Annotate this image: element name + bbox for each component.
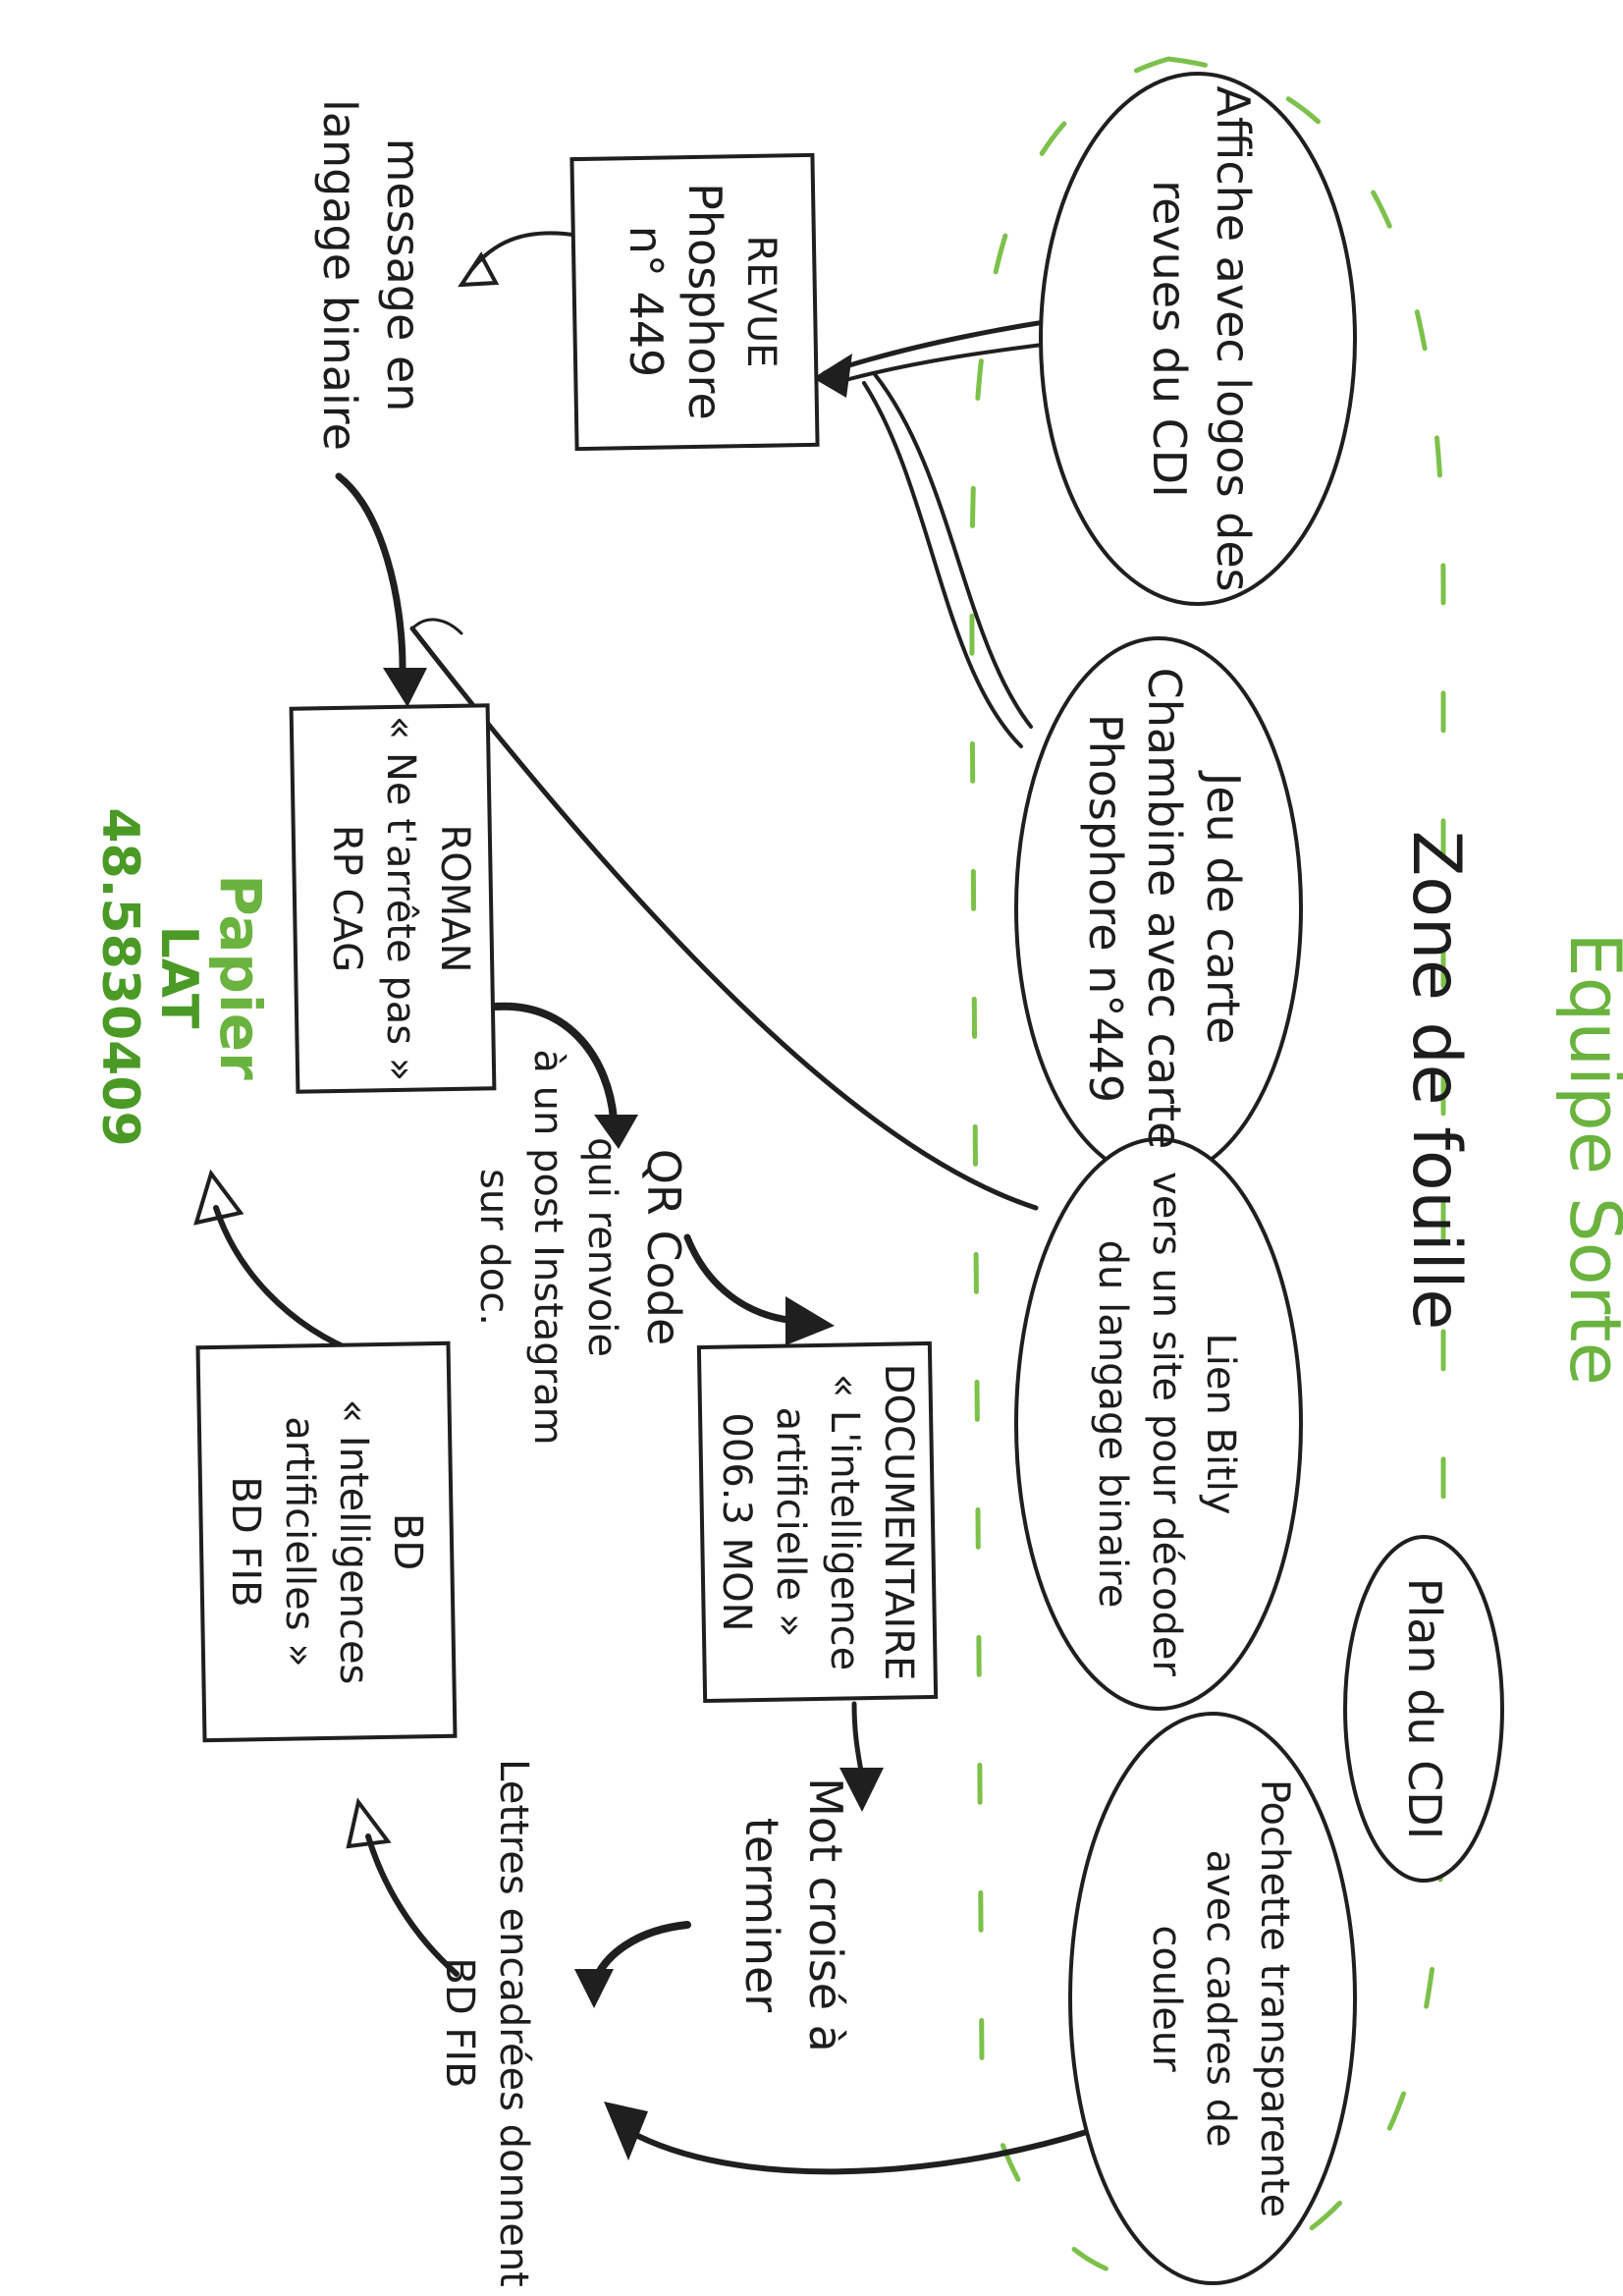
- doc-line-3: artificielle »: [768, 1407, 813, 1638]
- qr-code-note: QR Code qui renvoie à un post Instagram …: [471, 1049, 690, 1445]
- connector-arrows: [193, 231, 1103, 2175]
- roman-box: [289, 703, 497, 1094]
- bd-line-4: BD FIB: [223, 1476, 268, 1607]
- qr-line-2: qui renvoie: [579, 1137, 624, 1357]
- affiche-line-1: Affiche avec logos des: [1207, 85, 1260, 591]
- documentaire-text: DOCUMENTAIRE « L'intelligence artificiel…: [714, 1364, 921, 1681]
- mot-line-1: Mot croisé à: [799, 1777, 852, 2052]
- doc-line-1: DOCUMENTAIRE: [876, 1364, 921, 1681]
- papier-note: Papier LAT 48.5830409: [90, 807, 274, 1146]
- doc-line-2: « L'intelligence: [822, 1374, 867, 1671]
- roman-line-1: ROMAN: [432, 824, 477, 972]
- search-zone-label: Zone de fouille: [1397, 831, 1475, 1331]
- lien-line-3: du langage binaire: [1090, 1240, 1135, 1609]
- plan-line-1: Plan du CDI: [1398, 1578, 1451, 1840]
- mot-croise-note: Mot croisé à terminer: [735, 1777, 852, 2052]
- qr-line-1: QR Code: [637, 1149, 690, 1346]
- lettres-note: Lettres encadrées donnent BD FIB: [437, 1759, 536, 2287]
- lettres-line-2: BD FIB: [437, 1957, 482, 2088]
- lien-line-2: vers un site pour décoder: [1144, 1172, 1189, 1677]
- affiche-line-2: revues du CDI: [1143, 180, 1196, 498]
- qr-line-4: sur doc.: [471, 1169, 516, 1326]
- bd-line-3: artificielles »: [277, 1416, 322, 1667]
- roman-text: ROMAN « Ne t'arrête pas » RP CAG: [324, 716, 477, 1081]
- qr-line-3: à un post Instagram: [525, 1049, 570, 1445]
- doc-line-4: 006.3 MON: [714, 1412, 759, 1631]
- affiche-oval: [1039, 72, 1357, 606]
- plan-du-cdi-text: Plan du CDI: [1398, 1578, 1451, 1840]
- roman-line-2: « Ne t'arrête pas »: [378, 716, 423, 1081]
- lien-bitly-text: Lien Bitly vers un site pour décoder du …: [1090, 1172, 1243, 1677]
- documentaire-box: [696, 1340, 939, 1704]
- jeu-line-3: Phosphore n°449: [1079, 714, 1132, 1103]
- pochette-text: Pochette transparente avec cadres de cou…: [1144, 1779, 1297, 2217]
- search-zone-boundary: [969, 56, 1446, 2282]
- bd-line-1: BD: [385, 1513, 430, 1570]
- mot-line-2: terminer: [735, 1818, 788, 2012]
- binaire-note: message en langage binaire: [313, 99, 430, 451]
- bd-text: BD « Intelligences artificielles » BD FI…: [223, 1399, 430, 1685]
- revue-text: REVUE Phosphore n° 449: [620, 183, 784, 420]
- roman-line-3: RP CAG: [324, 825, 369, 972]
- revue-line-2: Phosphore: [678, 183, 731, 420]
- revue-box: [569, 152, 820, 452]
- papier-line-1: Papier: [207, 874, 274, 1080]
- papier-line-3: 48.5830409: [90, 807, 149, 1146]
- affiche-text: Affiche avec logos des revues du CDI: [1143, 85, 1260, 591]
- revue-line-3: n° 449: [620, 226, 673, 378]
- papier-line-2: LAT: [149, 926, 208, 1029]
- jeu-line-1: Jeu de carte: [1197, 770, 1250, 1045]
- pochette-line-3: couleur: [1144, 1925, 1189, 2072]
- lien-bitly-oval: [1014, 1137, 1303, 1711]
- binaire-line-1: message en: [377, 138, 430, 412]
- jeu-line-2: Chambine avec carte: [1138, 668, 1191, 1150]
- binaire-line-2: langage binaire: [313, 99, 366, 451]
- lien-line-1: Lien Bitly: [1198, 1333, 1243, 1514]
- pochette-line-1: Pochette transparente: [1252, 1779, 1297, 2217]
- bd-box: [195, 1340, 458, 1743]
- pochette-line-2: avec cadres de: [1198, 1849, 1243, 2147]
- plan-du-cdi-oval: [1343, 1535, 1504, 1883]
- team-label: Equipe Sorte: [1554, 932, 1623, 1386]
- bd-line-2: « Intelligences: [331, 1399, 376, 1685]
- revue-line-1: REVUE: [738, 236, 784, 368]
- lettres-line-1: Lettres encadrées donnent: [491, 1759, 536, 2287]
- jeu-de-carte-text: Jeu de carte Chambine avec carte Phospho…: [1079, 668, 1250, 1150]
- pochette-oval: [1068, 1712, 1357, 2285]
